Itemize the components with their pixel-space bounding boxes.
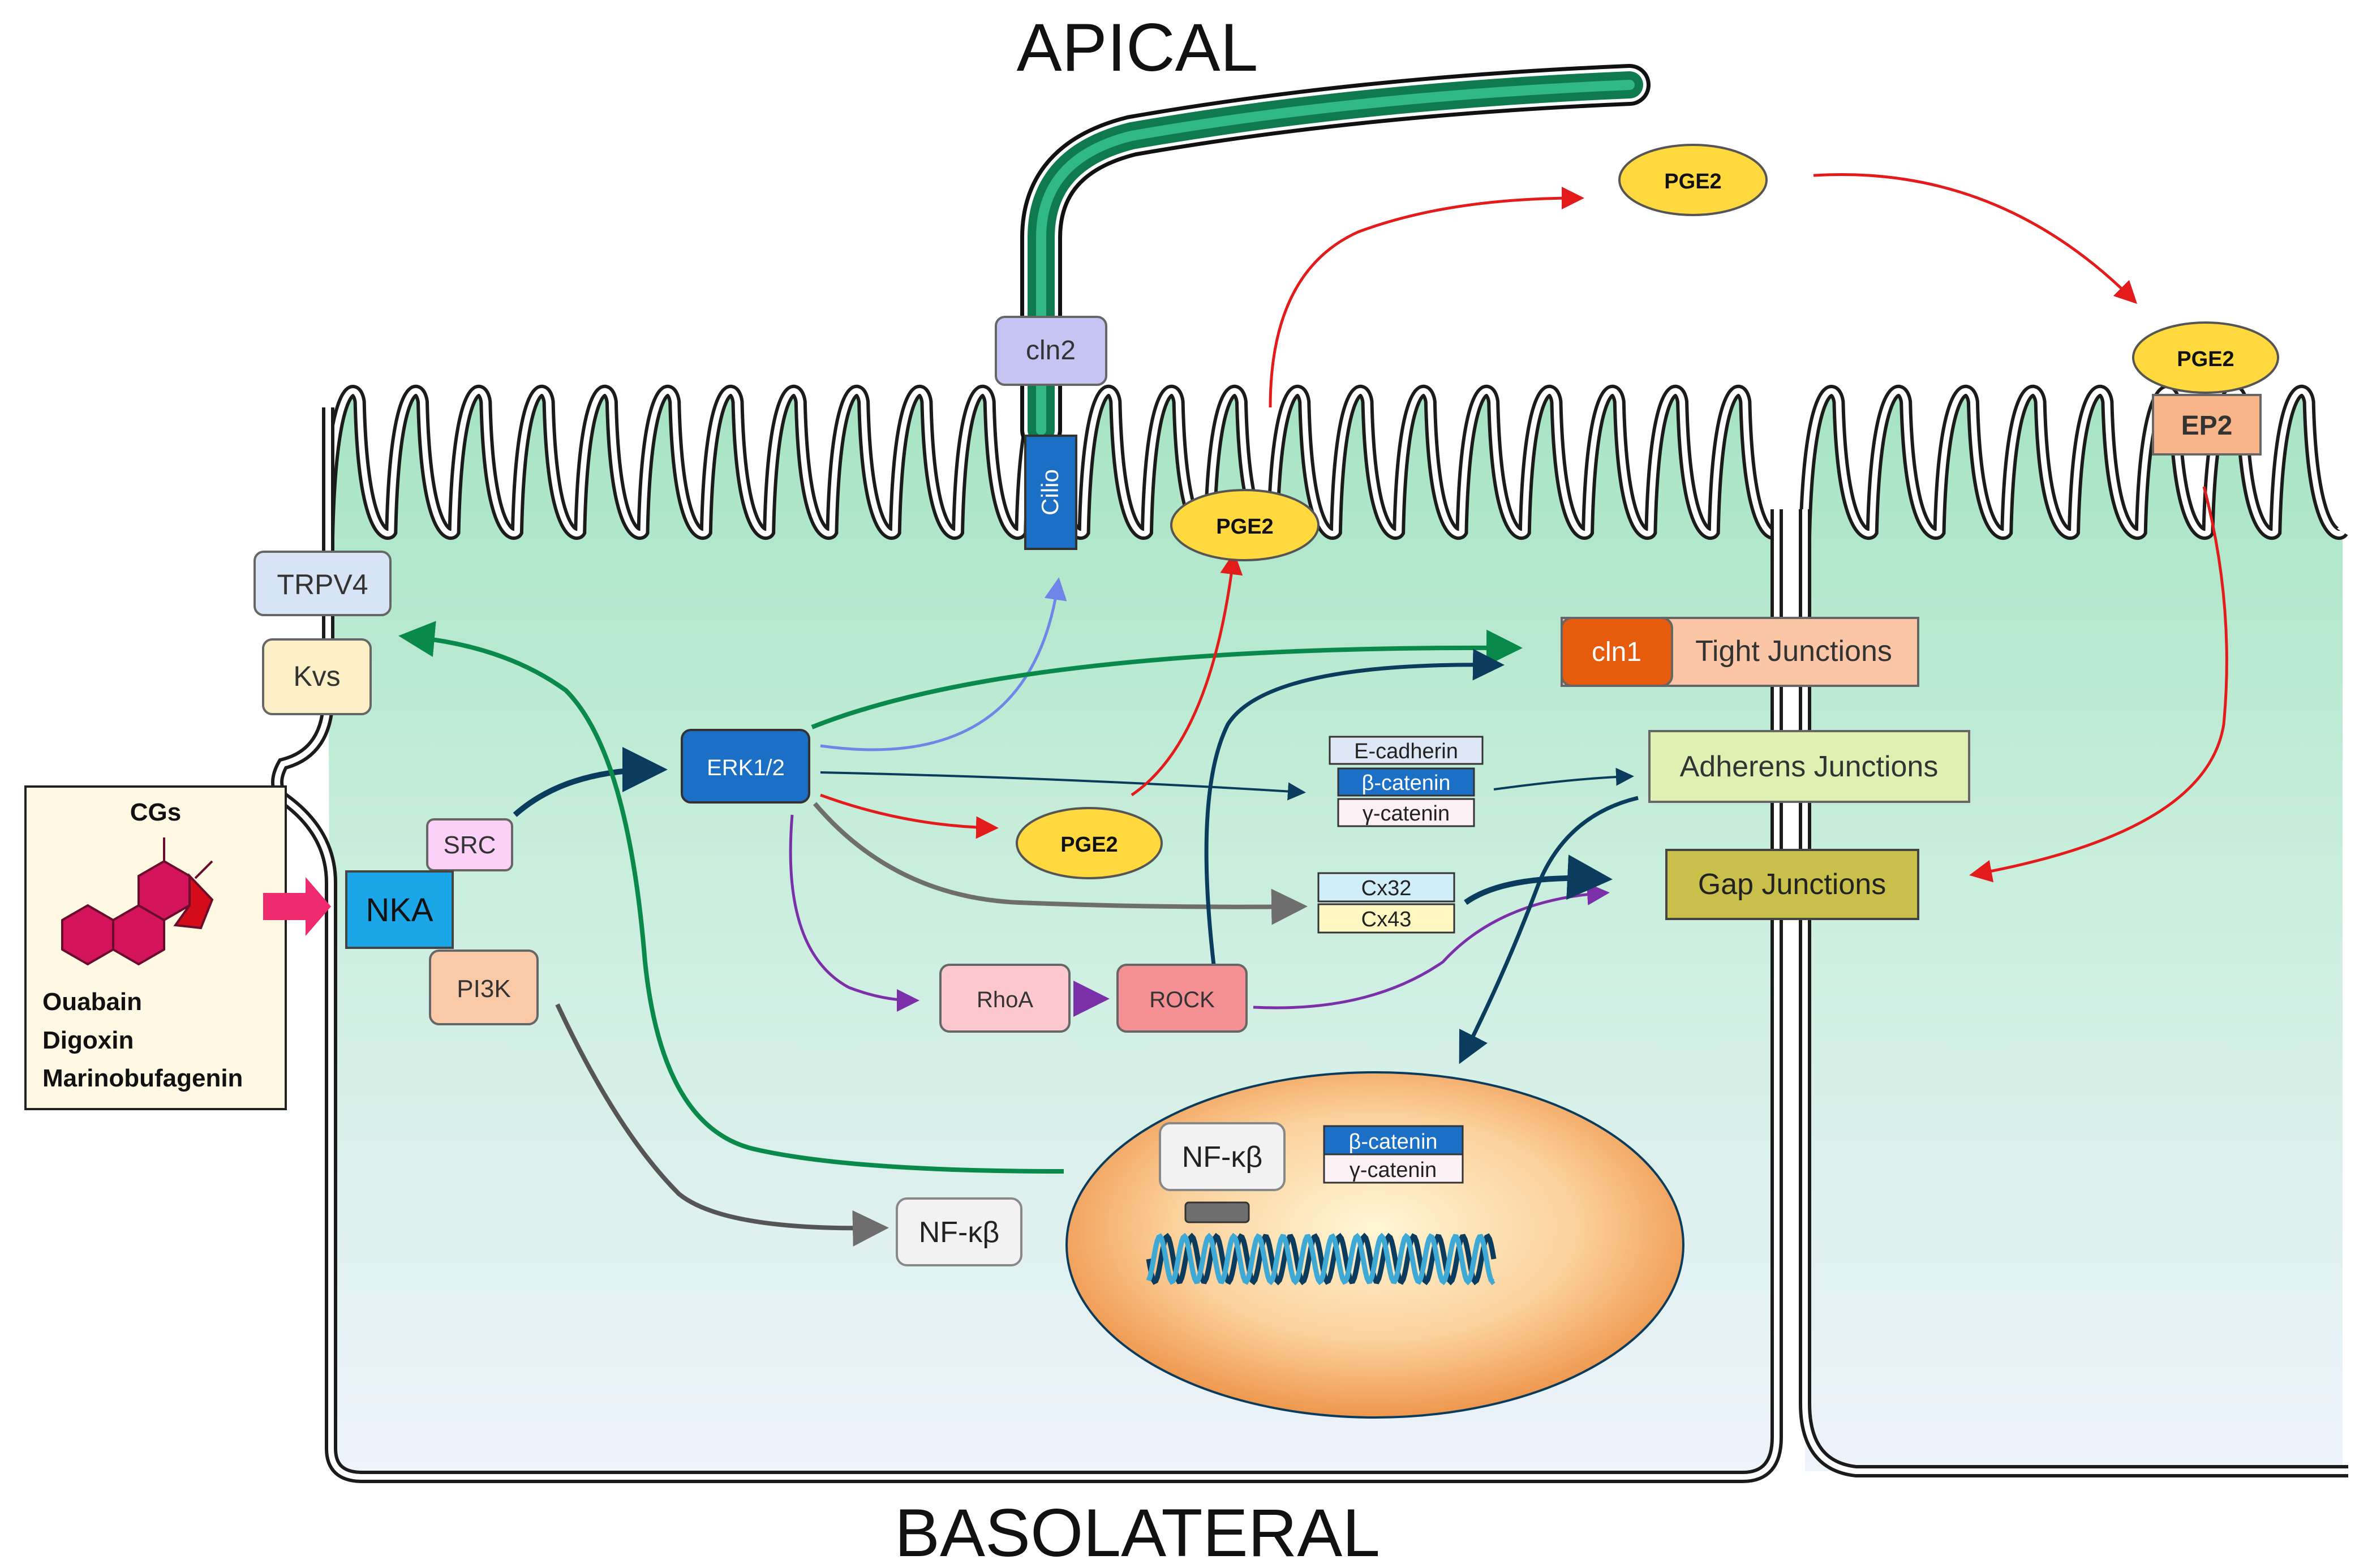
src-kinase: SRC bbox=[426, 818, 513, 871]
pi3k-kinase: PI3K bbox=[429, 950, 539, 1025]
tight-junctions: cln1 Tight Junctions bbox=[1561, 617, 1919, 687]
svg-text:TRPV4: TRPV4 bbox=[277, 569, 368, 600]
svg-text:β-catenin: β-catenin bbox=[1348, 1130, 1437, 1154]
kvs-channel: Kvs bbox=[262, 638, 372, 715]
adherens-junctions: Adherens Junctions bbox=[1648, 730, 1970, 803]
nucleus-gamma-catenin bbox=[1323, 1153, 1464, 1184]
dna-binding-element bbox=[1184, 1201, 1250, 1223]
arrow-pi3k-nfkb bbox=[555, 1003, 889, 1247]
svg-text:RhoA: RhoA bbox=[977, 987, 1033, 1012]
arrow-erk-connexins bbox=[813, 802, 1308, 925]
svg-text:Adherens Junctions: Adherens Junctions bbox=[1680, 750, 1939, 783]
erk12-kinase: ERK1/2 bbox=[681, 729, 810, 804]
svg-text:Kvs: Kvs bbox=[293, 660, 340, 692]
svg-text:Gap Junctions: Gap Junctions bbox=[1698, 868, 1886, 901]
svg-text:PGE2: PGE2 bbox=[1060, 833, 1118, 857]
svg-text:ROCK: ROCK bbox=[1149, 987, 1215, 1012]
svg-text:PGE2: PGE2 bbox=[1664, 170, 1721, 194]
arrow-pge2-up bbox=[1131, 552, 1243, 797]
rhoa-gtpase: RhoA bbox=[939, 964, 1071, 1033]
drug-marinobufagenin: Marinobufagenin bbox=[42, 1064, 243, 1092]
nka-pump: NKA bbox=[345, 870, 454, 949]
steroid-structure-icon bbox=[61, 837, 214, 966]
tight-junctions-label: Tight Junctions bbox=[1695, 635, 1892, 668]
arrow-connexins-gap bbox=[1464, 854, 1613, 905]
svg-text:cln2: cln2 bbox=[1026, 336, 1076, 366]
arrow-erk-tight-junctions bbox=[811, 629, 1523, 729]
ep2-receptor: EP2 bbox=[2152, 394, 2262, 456]
svg-text:PI3K: PI3K bbox=[457, 975, 510, 1003]
cardiac-glycosides-box: CGs Ouabain Digoxin Marinobufagenin bbox=[24, 785, 287, 1110]
pge2-secreted: PGE2 bbox=[1618, 144, 1768, 216]
cln2-protein: cln2 bbox=[995, 316, 1107, 386]
dna-helix-icon bbox=[1146, 1232, 1497, 1286]
svg-text:Cx43: Cx43 bbox=[1361, 908, 1412, 931]
svg-text:β-catenin: β-catenin bbox=[1361, 771, 1450, 795]
drug-digoxin: Digoxin bbox=[42, 1026, 134, 1054]
cilio-basal-body: Cilio bbox=[1024, 435, 1077, 550]
trpv4-channel: TRPV4 bbox=[253, 551, 392, 616]
drug-ouabain: Ouabain bbox=[42, 988, 142, 1016]
arrow-src-erk bbox=[513, 747, 668, 817]
arrow-erk-rhoa bbox=[789, 814, 919, 1012]
arrow-cadherin-adherens bbox=[1493, 767, 1634, 791]
svg-text:NKA: NKA bbox=[366, 892, 433, 929]
svg-text:E-cadherin: E-cadherin bbox=[1354, 740, 1458, 763]
arrow-rock-gap-junctions bbox=[1253, 882, 1610, 1009]
cytoplasm-nfkb: NF-κβ bbox=[896, 1197, 1022, 1266]
arrow-rock-tight-junctions bbox=[1204, 648, 1505, 965]
primary-cilium bbox=[1020, 64, 1651, 451]
arrow-erk-cadherin bbox=[820, 771, 1306, 801]
arrow-pge2-ep2 bbox=[1813, 173, 2138, 304]
svg-text:SRC: SRC bbox=[444, 831, 496, 859]
gap-junctions: Gap Junctions bbox=[1665, 849, 1919, 920]
pge2-apical: PGE2 bbox=[1170, 489, 1320, 561]
svg-text:Cilio: Cilio bbox=[1037, 469, 1063, 515]
svg-text:γ-catenin: γ-catenin bbox=[1350, 1158, 1437, 1182]
pathway-arrows bbox=[398, 173, 2228, 1247]
arrow-pge2-secretion bbox=[1269, 187, 1584, 408]
svg-text:ERK1/2: ERK1/2 bbox=[707, 755, 785, 780]
pge2-intracellular: PGE2 bbox=[1016, 807, 1163, 879]
basolateral-label: BASOLATERAL bbox=[895, 1495, 1380, 1568]
arrow-ep2-gap-junctions bbox=[1969, 486, 2228, 883]
svg-text:Cx32: Cx32 bbox=[1361, 877, 1412, 900]
cgs-to-nka-arrow bbox=[263, 877, 331, 936]
right-cell-body bbox=[1805, 390, 2343, 1471]
cadherin-catenin-complex: E-cadherin β-catenin γ-catenin bbox=[1329, 736, 1484, 827]
svg-text:NF-κβ: NF-κβ bbox=[919, 1216, 1000, 1249]
svg-text:γ-catenin: γ-catenin bbox=[1363, 802, 1450, 826]
pge2-bound-ep2: PGE2 bbox=[2132, 321, 2279, 394]
arrow-nucleus-trpv4 bbox=[398, 621, 1064, 1174]
cln1-label: cln1 bbox=[1592, 637, 1641, 667]
nucleus-beta-catenin bbox=[1323, 1125, 1464, 1155]
nucleus-nfkb-box bbox=[1159, 1122, 1286, 1191]
cgs-title: CGs bbox=[130, 798, 181, 826]
arrow-erk-pge2 bbox=[820, 793, 999, 839]
connexins: Cx32 Cx43 bbox=[1317, 872, 1455, 934]
nucleus-nfkb-label: NF-κβ bbox=[1182, 1141, 1263, 1174]
nucleus: NF-κβ β-catenin γ-catenin bbox=[1065, 1071, 1684, 1419]
arrow-adherens-nucleus bbox=[1459, 796, 1639, 1064]
arrow-erk-cilio bbox=[820, 577, 1067, 751]
svg-text:EP2: EP2 bbox=[2181, 411, 2233, 441]
rock-kinase: ROCK bbox=[1116, 964, 1248, 1033]
svg-text:PGE2: PGE2 bbox=[2177, 347, 2234, 371]
apical-label: APICAL bbox=[1017, 10, 1258, 85]
svg-text:PGE2: PGE2 bbox=[1216, 515, 1273, 539]
